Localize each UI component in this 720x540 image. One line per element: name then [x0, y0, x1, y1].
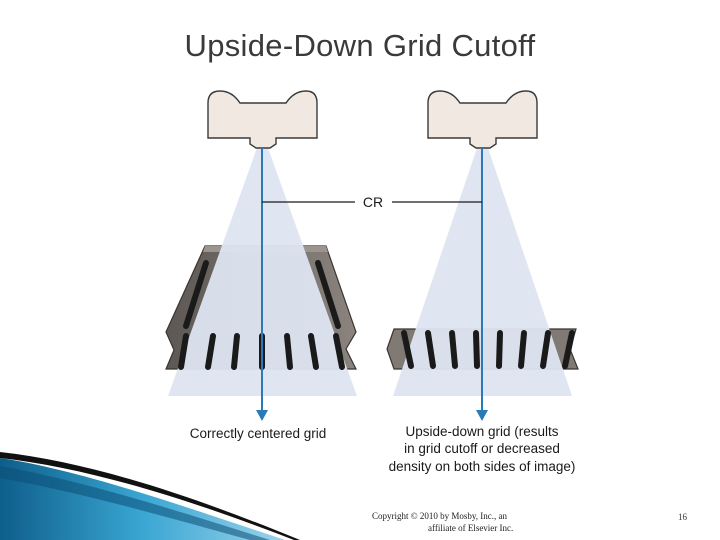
decorative-swoosh: [0, 452, 300, 540]
cr-callout: CR: [262, 194, 482, 210]
right-caption-line-1: Upside-down grid (results: [405, 424, 558, 439]
copyright-line-2: affiliate of Elsevier Inc.: [428, 523, 514, 533]
slide-title: Upside-Down Grid Cutoff: [184, 28, 536, 63]
right-caption-line-2: in grid cutoff or decreased: [404, 441, 560, 456]
right-central-ray-arrowhead: [476, 410, 488, 421]
right-xray-tube: [427, 90, 538, 149]
left-central-ray-arrowhead: [256, 410, 268, 421]
copyright-notice: Copyright © 2010 by Mosby, Inc., an affi…: [372, 510, 572, 534]
right-assembly: [386, 90, 579, 421]
left-caption: Correctly centered grid: [190, 426, 327, 441]
right-grid-lead-strips: [401, 330, 575, 369]
copyright-line-1: Copyright © 2010 by Mosby, Inc., an: [372, 511, 507, 521]
left-xray-tube: [207, 90, 318, 149]
slide-number: 16: [678, 512, 687, 522]
right-caption-line-3: density on both sides of image): [389, 459, 576, 474]
cr-label: CR: [363, 194, 383, 210]
left-assembly: [165, 90, 357, 421]
